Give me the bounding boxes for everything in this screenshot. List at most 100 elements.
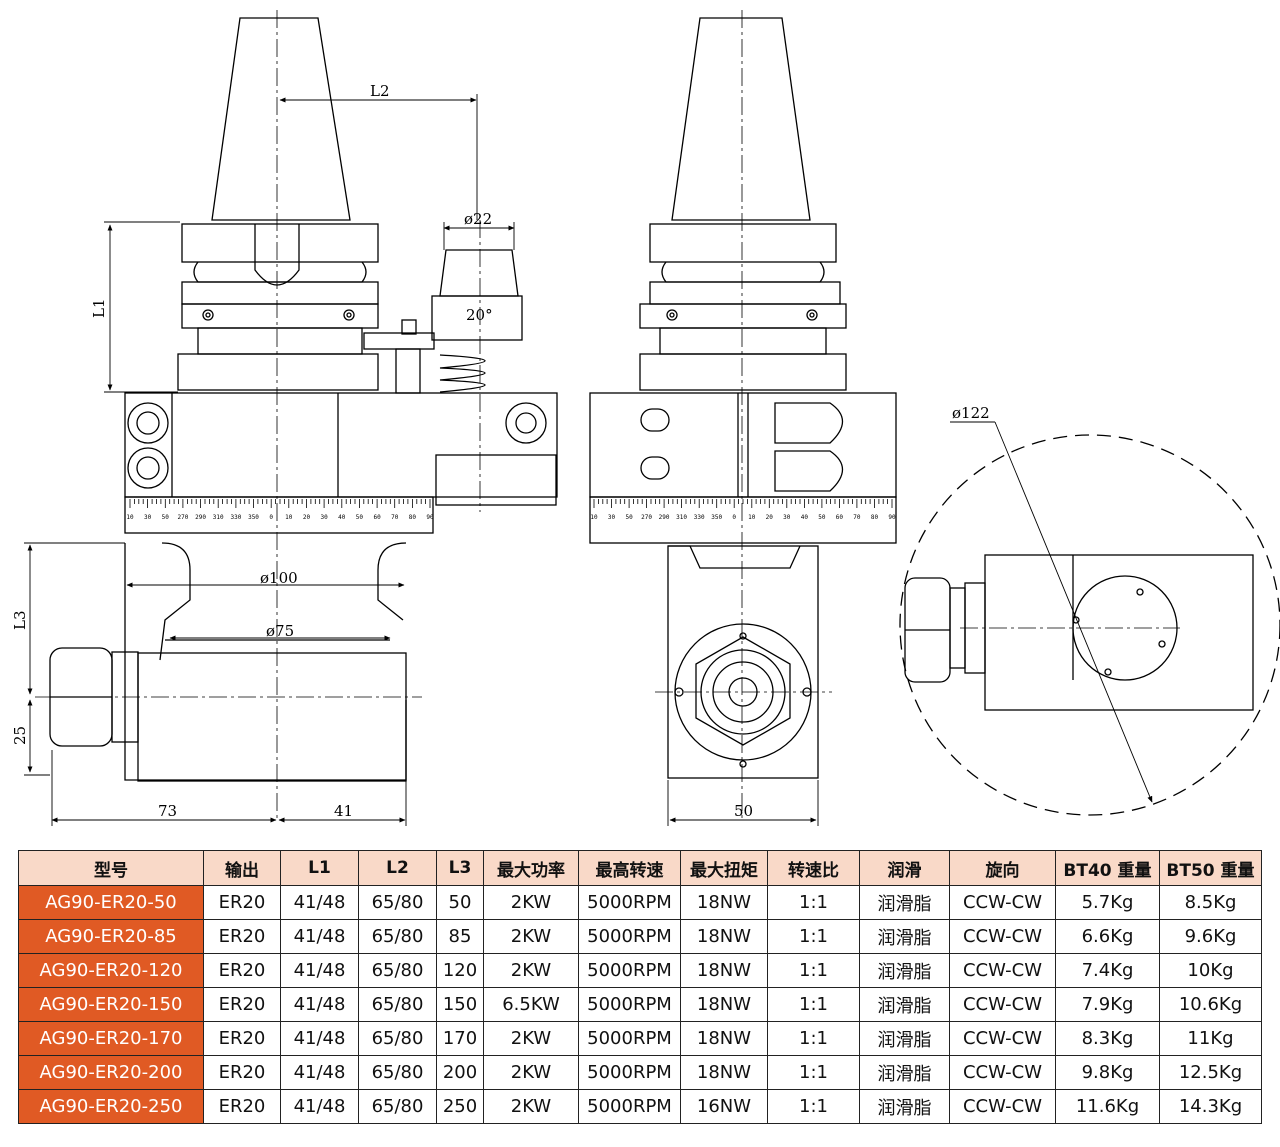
table-cell: 18NW (680, 919, 768, 954)
table-cell: 65/80 (358, 1055, 437, 1090)
detail-view (899, 434, 1280, 816)
table-cell: 8.3Kg (1055, 1021, 1160, 1056)
table-cell: 12.5Kg (1159, 1055, 1262, 1090)
scale-tick-label: 10 (126, 514, 134, 521)
scale-tick-label: 10 (590, 514, 598, 521)
scale-tick-label: 20 (766, 514, 774, 521)
scale-tick-label: 30 (144, 514, 152, 521)
table-cell: ER20 (203, 987, 281, 1022)
table-cell: 18NW (680, 953, 768, 988)
table-cell: 5000RPM (578, 1089, 681, 1124)
table-cell: ER20 (203, 919, 281, 954)
dim-label-angle20: 20° (466, 306, 493, 324)
model-cell: AG90-ER20-85 (18, 919, 204, 954)
table-cell: 1:1 (767, 885, 860, 920)
dim-label-d75: ø75 (266, 622, 294, 640)
scale-tick-label: 60 (836, 514, 844, 521)
table-cell: ER20 (203, 1021, 281, 1056)
scale-tick-label: 80 (871, 514, 879, 521)
table-cell: 170 (436, 1021, 484, 1056)
dim-label-73: 73 (158, 802, 177, 820)
model-cell: AG90-ER20-200 (18, 1055, 204, 1090)
scale-tick-label: 310 (676, 514, 687, 521)
scale-tick-label: 50 (625, 514, 633, 521)
header-max-power: 最大功率 (483, 850, 579, 886)
table-cell: 1:1 (767, 1089, 860, 1124)
scale-tick-label: 350 (711, 514, 722, 521)
table-cell: 41/48 (280, 1055, 359, 1090)
dim-label-d22: ø22 (464, 210, 492, 228)
table-cell: 5000RPM (578, 919, 681, 954)
table-cell: 5000RPM (578, 1021, 681, 1056)
scale-tick-label: 20 (303, 514, 311, 521)
table-cell: 18NW (680, 1055, 768, 1090)
table-cell: 润滑脂 (859, 919, 950, 954)
header-l2: L2 (358, 850, 437, 886)
dim-label-l1: L1 (90, 298, 108, 318)
table-cell: 1:1 (767, 919, 860, 954)
table-cell: 65/80 (358, 987, 437, 1022)
table-cell: 润滑脂 (859, 885, 950, 920)
header-speed-ratio: 转速比 (767, 850, 860, 886)
table-cell: CCW-CW (949, 1055, 1056, 1090)
table-cell: 65/80 (358, 1021, 437, 1056)
scale-tick-label: 40 (338, 514, 346, 521)
table-cell: 50 (436, 885, 484, 920)
scale-tick-label: 10 (285, 514, 293, 521)
table-cell: 11Kg (1159, 1021, 1262, 1056)
table-cell: 200 (436, 1055, 484, 1090)
table-cell: 5000RPM (578, 987, 681, 1022)
model-cell: AG90-ER20-120 (18, 953, 204, 988)
scale-tick-label: 10 (748, 514, 756, 521)
scale-tick-label: 0 (269, 514, 273, 521)
table-cell: 润滑脂 (859, 987, 950, 1022)
front-view (49, 17, 558, 782)
table-cell: 2KW (483, 919, 579, 954)
table-cell: CCW-CW (949, 919, 1056, 954)
table-row: AG90-ER20-250 ER20 41/48 65/80 250 2KW 5… (18, 1089, 1262, 1124)
table-cell: 5000RPM (578, 953, 681, 988)
table-cell: 2KW (483, 953, 579, 988)
table-row: AG90-ER20-200 ER20 41/48 65/80 200 2KW 5… (18, 1055, 1262, 1090)
scale-tick-label: 310 (213, 514, 224, 521)
table-cell: 16NW (680, 1089, 768, 1124)
scale-tick-label: 330 (694, 514, 705, 521)
table-cell: 65/80 (358, 1089, 437, 1124)
header-bt40-weight: BT40 重量 (1055, 850, 1160, 886)
table-cell: CCW-CW (949, 953, 1056, 988)
header-model: 型号 (18, 850, 204, 886)
table-cell: 1:1 (767, 987, 860, 1022)
center-lines (35, 10, 1180, 820)
dim-label-50: 50 (734, 802, 753, 820)
scale-tick-label: 30 (608, 514, 616, 521)
table-cell: 2KW (483, 1021, 579, 1056)
table-cell: 11.6Kg (1055, 1089, 1160, 1124)
table-row: AG90-ER20-120 ER20 41/48 65/80 120 2KW 5… (18, 953, 1262, 988)
model-cell: AG90-ER20-50 (18, 885, 204, 920)
table-cell: 2KW (483, 1089, 579, 1124)
scale-tick-label: 270 (641, 514, 652, 521)
header-max-torque: 最大扭矩 (680, 850, 768, 886)
scale-tick-label: 50 (818, 514, 826, 521)
technical-drawing: 1030502702903103303500102030405060708090… (11, 10, 1280, 826)
scale-tick-label: 50 (356, 514, 364, 521)
table-cell: 85 (436, 919, 484, 954)
table-cell: ER20 (203, 953, 281, 988)
scale-tick-label: 80 (409, 514, 417, 521)
header-rotation: 旋向 (949, 850, 1056, 886)
side-view (589, 17, 897, 779)
table-cell: CCW-CW (949, 1021, 1056, 1056)
scale-tick-label: 70 (853, 514, 861, 521)
scale-tick-label: 330 (230, 514, 241, 521)
scale-tick-label: 50 (162, 514, 170, 521)
dim-label-41: 41 (334, 802, 353, 820)
table-cell: ER20 (203, 885, 281, 920)
scale-tick-label: 90 (426, 514, 434, 521)
model-cell: AG90-ER20-150 (18, 987, 204, 1022)
table-cell: 18NW (680, 987, 768, 1022)
table-cell: 65/80 (358, 919, 437, 954)
scale-tick-label: 90 (888, 514, 896, 521)
spec-table: 型号 输出 L1 L2 L3 最大功率 最高转速 最大扭矩 转速比 润滑 旋向 … (18, 850, 1262, 1124)
